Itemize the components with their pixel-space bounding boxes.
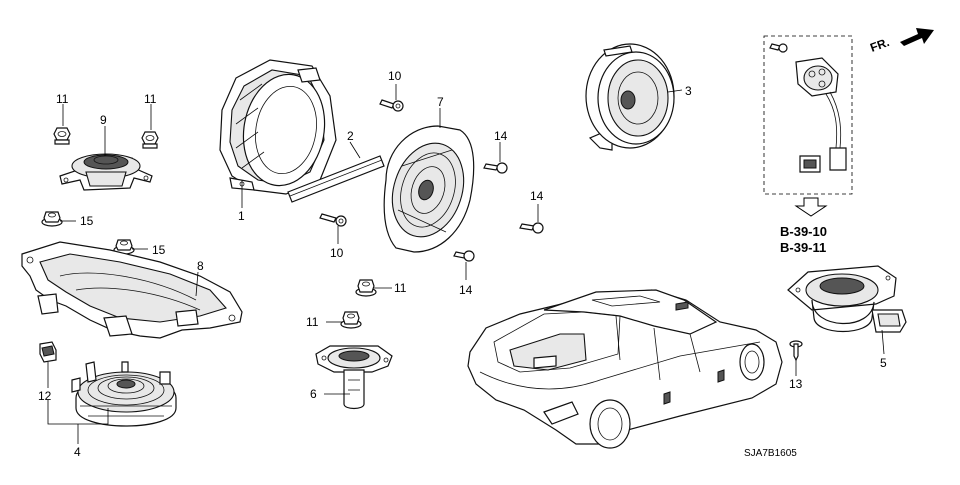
flange-nut-15-left — [41, 211, 63, 227]
callout-12: 12 — [38, 389, 52, 403]
callout-11: 11 — [56, 92, 69, 106]
speaker-3 — [585, 43, 675, 151]
callout-1: 1 — [238, 209, 245, 223]
speaker-baffle-1 — [219, 59, 337, 195]
reference-code-1: B-39-10 — [780, 224, 827, 239]
callout-11: 11 — [306, 315, 319, 329]
callout-13: 13 — [789, 377, 803, 391]
callout-4: 4 — [74, 445, 81, 459]
screw-14-lower — [453, 250, 475, 262]
front-direction-indicator: FR. — [868, 28, 934, 55]
nut-11-middle — [355, 279, 377, 297]
callout-10: 10 — [388, 69, 402, 83]
callout-11: 11 — [144, 92, 157, 106]
screw-14-upper — [483, 162, 508, 174]
callout-2: 2 — [347, 129, 354, 143]
subwoofer-speaker-4 — [71, 361, 177, 427]
callout-11: 11 — [394, 281, 407, 295]
callout-14: 14 — [459, 283, 473, 297]
callout-8: 8 — [197, 259, 204, 273]
center-speaker-6 — [315, 345, 393, 410]
callout-15: 15 — [152, 243, 166, 257]
callout-9: 9 — [100, 113, 107, 127]
nut-11-right — [141, 131, 159, 149]
drawing-code: SJA7B1605 — [744, 448, 797, 459]
callout-7: 7 — [437, 95, 444, 109]
callout-3: 3 — [685, 84, 692, 98]
callout-5: 5 — [880, 356, 887, 370]
nut-11-left — [53, 127, 71, 145]
leader-lines — [47, 84, 885, 444]
callout-numbers: 11 11 9 15 15 8 12 4 1 2 10 10 7 14 14 1… — [38, 69, 887, 459]
vehicle-location-view — [467, 289, 783, 449]
reference-code-2: B-39-11 — [780, 240, 826, 255]
callout-14: 14 — [494, 129, 508, 143]
screw-10-upper — [379, 99, 404, 112]
screw-14-middle — [519, 222, 544, 234]
front-arrow-icon — [900, 28, 934, 46]
screw-10-lower — [319, 213, 347, 227]
screw-13 — [789, 340, 803, 362]
tweeter-speaker-9 — [59, 153, 153, 191]
clip-12 — [39, 341, 57, 363]
door-speaker-7 — [383, 125, 475, 253]
reference-arrow-icon — [794, 197, 828, 217]
callout-6: 6 — [310, 387, 317, 401]
nut-11-lower — [340, 311, 362, 329]
rear-speaker-5 — [787, 265, 907, 333]
direction-label: FR. — [868, 35, 891, 55]
callout-14: 14 — [530, 189, 544, 203]
callout-15: 15 — [80, 214, 94, 228]
seal-strip-2 — [287, 155, 385, 203]
speaker-bracket-8 — [21, 241, 243, 339]
harness-inset — [763, 35, 853, 195]
callout-10: 10 — [330, 246, 344, 260]
